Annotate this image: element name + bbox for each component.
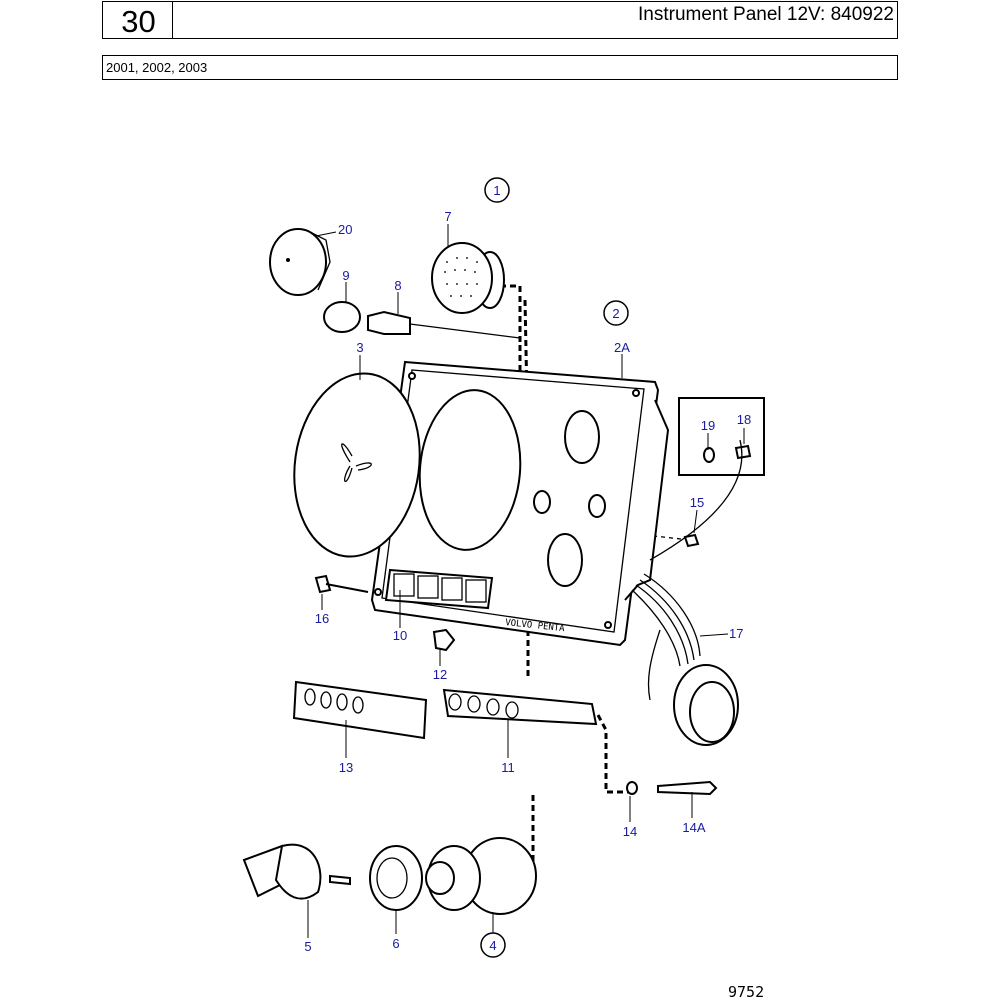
leader-lines [307,224,745,938]
gauge-hole-lower [547,533,583,587]
label-17: 17 [729,626,743,641]
label-7: 7 [444,209,451,224]
panel-screw-hole [408,372,416,380]
label-16: 16 [315,611,329,626]
gauge-face-dots [444,257,478,297]
section-number: 30 [121,4,156,39]
label-9: 9 [342,268,349,283]
model-years-box: 2001, 2002, 2003 [102,55,898,80]
warning-lamp-strip [384,568,494,610]
panel-screw-hole [374,588,382,596]
label-14A: 14A [682,820,705,835]
drawing-number: 9752 [728,983,765,1001]
callout-1: 1 [493,183,500,198]
label-14: 14 [623,824,637,839]
lamp-holder-body [442,688,598,726]
washer-part [703,447,715,463]
leader-15 [693,509,698,534]
bracket-hole [336,693,348,711]
lamp-window [417,575,439,599]
switch-face [425,861,455,895]
label-3: 3 [356,340,363,355]
bezel-ring-inner [376,857,408,899]
page-title: Instrument Panel 12V: 840922 [638,4,894,25]
cap-part [269,228,331,296]
label-10: 10 [393,628,407,643]
bracket-13 [292,680,428,740]
label-18: 18 [737,412,751,427]
lamp-socket [505,701,519,719]
harness-lead [647,629,661,701]
label-6: 6 [392,936,399,951]
label-5: 5 [304,939,311,954]
cap-part-hole [286,258,290,262]
bulb-12 [432,628,456,652]
bracket-hole [304,688,316,706]
lamp-window [465,579,487,603]
wiring-harness [631,439,743,746]
lamp-hole-right [588,494,606,518]
detail-box-frame [678,397,765,476]
leader-20 [315,231,337,237]
propeller-logo-icon [341,443,372,482]
key-head [274,843,322,900]
lamp-socket [467,695,481,713]
ignition-switch [425,837,537,915]
nut-14 [626,781,638,795]
gauge-instrument [431,242,505,314]
harness-connector-face [689,681,735,743]
lamp-socket [448,693,462,711]
gauge-face [431,242,493,314]
label-15: 15 [690,495,704,510]
bracket-hole [352,696,364,714]
model-years: 2001, 2002, 2003 [106,60,208,75]
bulb-holder-wire [409,323,521,339]
key-blade [329,874,351,886]
label-11: 11 [501,760,515,775]
panel-screw-hole [604,621,612,629]
bezel-ring-outer [369,845,423,911]
leader-17 [699,633,729,637]
section-number-box: 30 [102,1,173,39]
callout-4: 4 [489,938,496,953]
bracket-hole [320,691,332,709]
mounting-screw-16 [314,574,369,594]
bulb-holder-body [367,310,411,335]
small-screw-part [734,444,752,460]
callout-circle-2 [603,300,629,326]
mounting-screw-15 [683,533,700,548]
detail-box [678,397,765,476]
label-2A: 2A [614,340,630,355]
callout-circle-1 [484,177,510,203]
harness-wires [631,573,701,667]
label-8: 8 [394,278,401,293]
bolt-14A [657,780,718,796]
lamp-hole-left [533,490,551,514]
cap-part-body [269,228,327,296]
label-19: 19 [701,418,715,433]
ignition-key [242,843,351,900]
label-13: 13 [339,760,353,775]
lamp-window [393,573,415,597]
indicator-lens-body [323,301,361,333]
callout-2: 2 [612,306,619,321]
indicator-lens [323,301,361,333]
lamp-window [441,577,463,601]
bracket-13-body [292,680,428,740]
bulb-holder [367,310,521,339]
route-line-bracket [596,714,630,794]
label-20: 20 [338,222,352,237]
panel-screw-hole [632,389,640,397]
harness-cable-top [649,439,743,561]
cover-plate [293,372,421,558]
gauge-hole-upper [564,410,600,464]
panel-side-housing [624,399,670,601]
lamp-socket [486,698,500,716]
title-box: Instrument Panel 12V: 840922 [172,1,898,39]
lamp-holder-11 [442,688,598,726]
label-12: 12 [433,667,447,682]
bezel-ring [369,845,423,911]
